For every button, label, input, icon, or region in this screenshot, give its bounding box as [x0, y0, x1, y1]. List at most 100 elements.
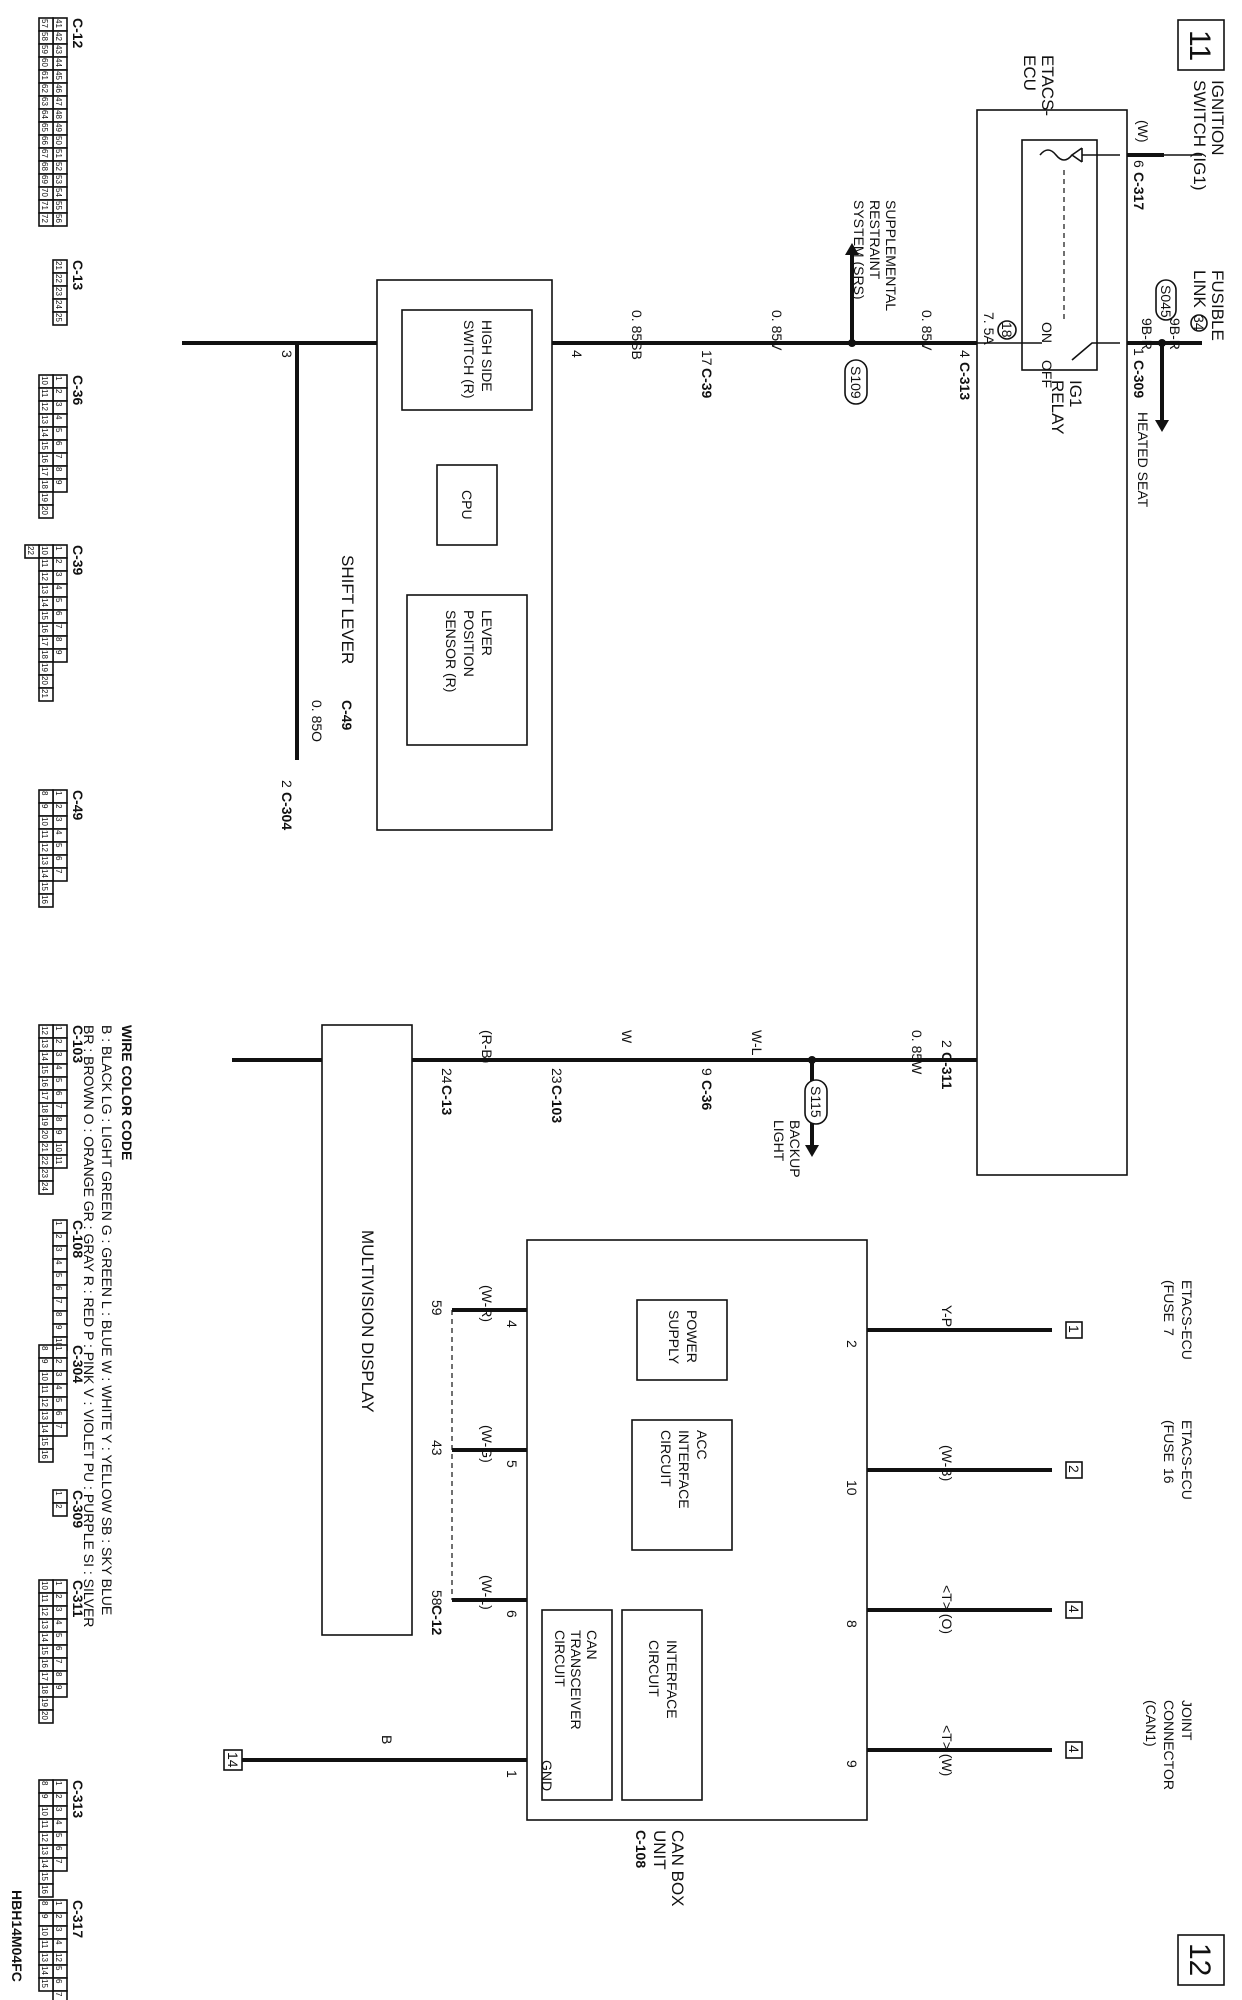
connector-cell-num: 71 [40, 201, 49, 210]
connector-c313: C-313 [957, 362, 973, 400]
etacs-ecu-label-1: ETACS- [1038, 55, 1057, 116]
connector-cell-num: 18 [40, 1104, 49, 1113]
splice-s115-label: S115 [808, 1086, 824, 1118]
fusible-link: FUSIBLE LINK 34 [1190, 270, 1227, 341]
pin-can2: 2 [844, 1340, 860, 1348]
pin-j4a: 4 [1066, 1605, 1082, 1613]
connector-cell-num: 14 [40, 428, 49, 437]
wire-label-fl1: 9B-R [1167, 318, 1183, 350]
joint-connector-label-3: (CAN1) [1143, 1700, 1159, 1747]
connector-cell-num: 15 [40, 611, 49, 620]
connector-view-label: C-49 [70, 790, 86, 821]
connector-cell-num: 8 [54, 1117, 63, 1122]
interface-circuit [621, 1609, 703, 1801]
connector-cell-num: 51 [54, 149, 63, 158]
connector-cell-num: 7 [54, 1424, 63, 1429]
connector-cell-num: 25 [54, 313, 63, 322]
can-box-label-2: UNIT [650, 1830, 669, 1870]
connector-cell-num: 66 [40, 136, 49, 145]
pin-j1: 1 [1066, 1325, 1082, 1333]
etacs-fuse16-label-1: ETACS-ECU [1179, 1420, 1195, 1500]
connector-cell [52, 1502, 68, 1517]
connector-cell-num: 10 [40, 1581, 49, 1590]
wire-label-085sb: 0. 85SB [629, 310, 645, 360]
connector-cell-num: 17 [40, 1091, 49, 1100]
connector-cell-num: 72 [40, 214, 49, 223]
connector-c36: C-36 [699, 1080, 715, 1111]
connector-cell-num: 6 [54, 1646, 63, 1651]
wire-label-can-l: <T> (O) [939, 1585, 955, 1634]
connector-cell-num: 59 [40, 45, 49, 54]
connector-cell-num: 10 [54, 1143, 63, 1152]
connector-c311: C-311 [939, 1052, 955, 1090]
connector-cell-num: 17 [40, 637, 49, 646]
connector-cell-num: 5 [54, 1966, 63, 1971]
connector-cell-num: 8 [40, 1346, 49, 1351]
splice-s045-label: S045 [1158, 285, 1174, 318]
fuse7-num: 7 [1161, 1328, 1177, 1336]
connector-cell-num: 63 [40, 97, 49, 106]
lever-sensor-label-2: POSITION [461, 610, 477, 677]
connector-cell-num: 4 [54, 1820, 63, 1825]
fuse-18-rating: 7. 5A [981, 312, 997, 345]
connector-c49: C-49 [339, 700, 355, 731]
connector-cell-num: 48 [54, 110, 63, 119]
connector-cell-num: 1 [54, 1346, 63, 1351]
splice-s109-label: S109 [848, 366, 864, 399]
connector-cell-num: 19 [40, 1117, 49, 1126]
etacs-ecu-box [976, 109, 1128, 1176]
connector-cell-num: 22 [54, 274, 63, 283]
connector-cell-num: 17 [40, 467, 49, 476]
connector-view-label: C-12 [70, 18, 86, 49]
connector-cell-num: 7 [54, 1992, 63, 1997]
relay-coil [1039, 149, 1073, 161]
connector-cell-num: 1 [54, 1026, 63, 1031]
connector-cell-num: 24 [40, 1182, 49, 1191]
connector-cell-num: 16 [40, 1078, 49, 1087]
connector-view-c-103: C-10312345678910111213141516171819202122… [38, 1024, 86, 1195]
connector-c39: C-39 [699, 368, 715, 399]
connector-cell-num: 20 [40, 506, 49, 515]
connector-cell-num: 3 [54, 572, 63, 577]
connector-cell [38, 212, 54, 227]
connector-cell-num: 5 [54, 1398, 63, 1403]
acc-interface [631, 1419, 733, 1551]
pin-can5: 5 [504, 1460, 520, 1468]
wire-label-085v-a: 0. 85V [919, 310, 935, 351]
wire-label-085v-b: 0. 85V [769, 310, 785, 351]
connector-cell-num: 7 [54, 1859, 63, 1864]
connector-cell-num: 1 [54, 791, 63, 796]
can-transceiver-label-2: TRANSCEIVER [568, 1630, 584, 1730]
multivision-label: MULTIVISION DISPLAY [358, 1230, 377, 1413]
connector-cell-num: 21 [40, 689, 49, 698]
connector-cell-num: 62 [40, 84, 49, 93]
connector-cell-num: 2 [54, 389, 63, 394]
connector-cell-num: 9 [54, 1685, 63, 1690]
connector-cell-num: 4 [54, 1065, 63, 1070]
connector-cell-num: 1 [54, 546, 63, 551]
connector-cell-num: 23 [40, 1169, 49, 1178]
can-box-label-1: CAN BOX [668, 1830, 687, 1907]
connector-cell-num: 14 [40, 1424, 49, 1433]
connector-cell [52, 311, 68, 326]
splice-s115 [804, 1079, 828, 1125]
wire-label-wb: (W-B) [939, 1445, 955, 1481]
connector-cell-num: 12 [54, 1953, 63, 1962]
connector-cell-num: 3 [54, 402, 63, 407]
connector-cell-num: 10 [40, 1927, 49, 1936]
cpu-label: CPU [459, 490, 475, 520]
pin-mv58: 58 [429, 1590, 445, 1606]
connector-cell-num: 15 [40, 882, 49, 891]
ig1-relay-label-2: RELAY [1048, 380, 1067, 435]
connector-cell-num: 4 [54, 1260, 63, 1265]
connector-view-label: C-39 [70, 545, 86, 576]
connector-cell-num: 6 [54, 856, 63, 861]
connector-cell-num: 12 [40, 1607, 49, 1616]
page-number-left-text: 11 [1183, 30, 1216, 61]
